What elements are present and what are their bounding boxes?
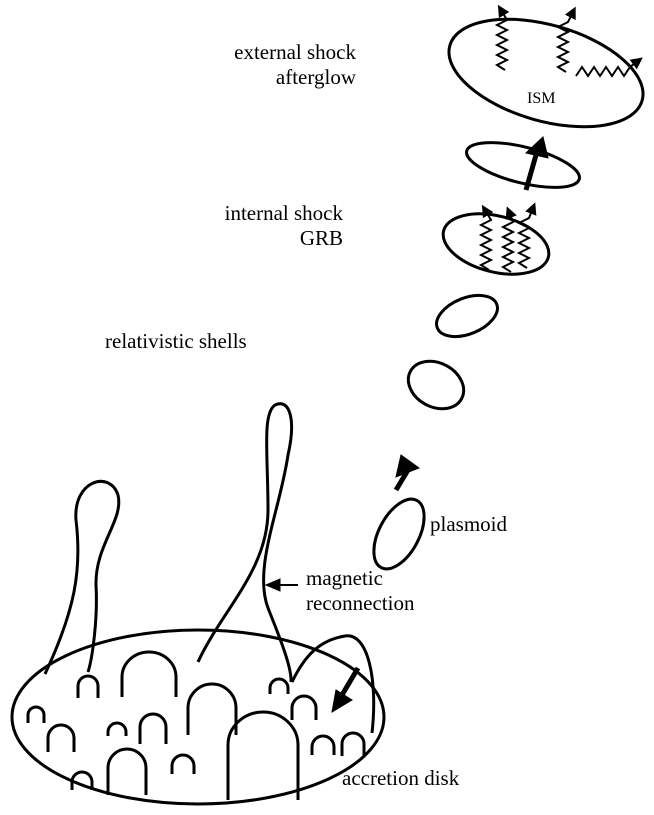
ism-label: ISM xyxy=(527,86,555,111)
motion-arrows xyxy=(396,137,548,490)
internal-shock-label: internal shock GRB xyxy=(180,201,343,251)
internal-shock-label-line2: GRB xyxy=(180,226,343,251)
external-shock-label-line1: external shock xyxy=(190,40,356,65)
internal-shock-shell xyxy=(437,204,555,284)
accretion-disk-ellipse xyxy=(12,630,384,804)
relativistic-shell-2 xyxy=(431,287,504,344)
external-shock-label-line2: afterglow xyxy=(190,65,356,90)
relativistic-shells-label: relativistic shells xyxy=(105,329,247,354)
internal-shock-label-line1: internal shock xyxy=(180,201,343,226)
disk-loops xyxy=(28,652,364,800)
accretion-disk-label: accretion disk xyxy=(342,766,459,791)
magnetic-reconnection-label-line1: magnetic xyxy=(306,566,414,591)
magnetic-reconnection-label: magnetic reconnection xyxy=(306,566,414,616)
external-shock-label: external shock afterglow xyxy=(190,40,356,90)
collision-shell xyxy=(462,134,583,197)
relativistic-shell-1 xyxy=(400,352,472,418)
magnetic-reconnection-label-line2: reconnection xyxy=(306,591,414,616)
plasmoid-label: plasmoid xyxy=(430,512,507,537)
plasmoid-ellipse xyxy=(364,491,435,577)
